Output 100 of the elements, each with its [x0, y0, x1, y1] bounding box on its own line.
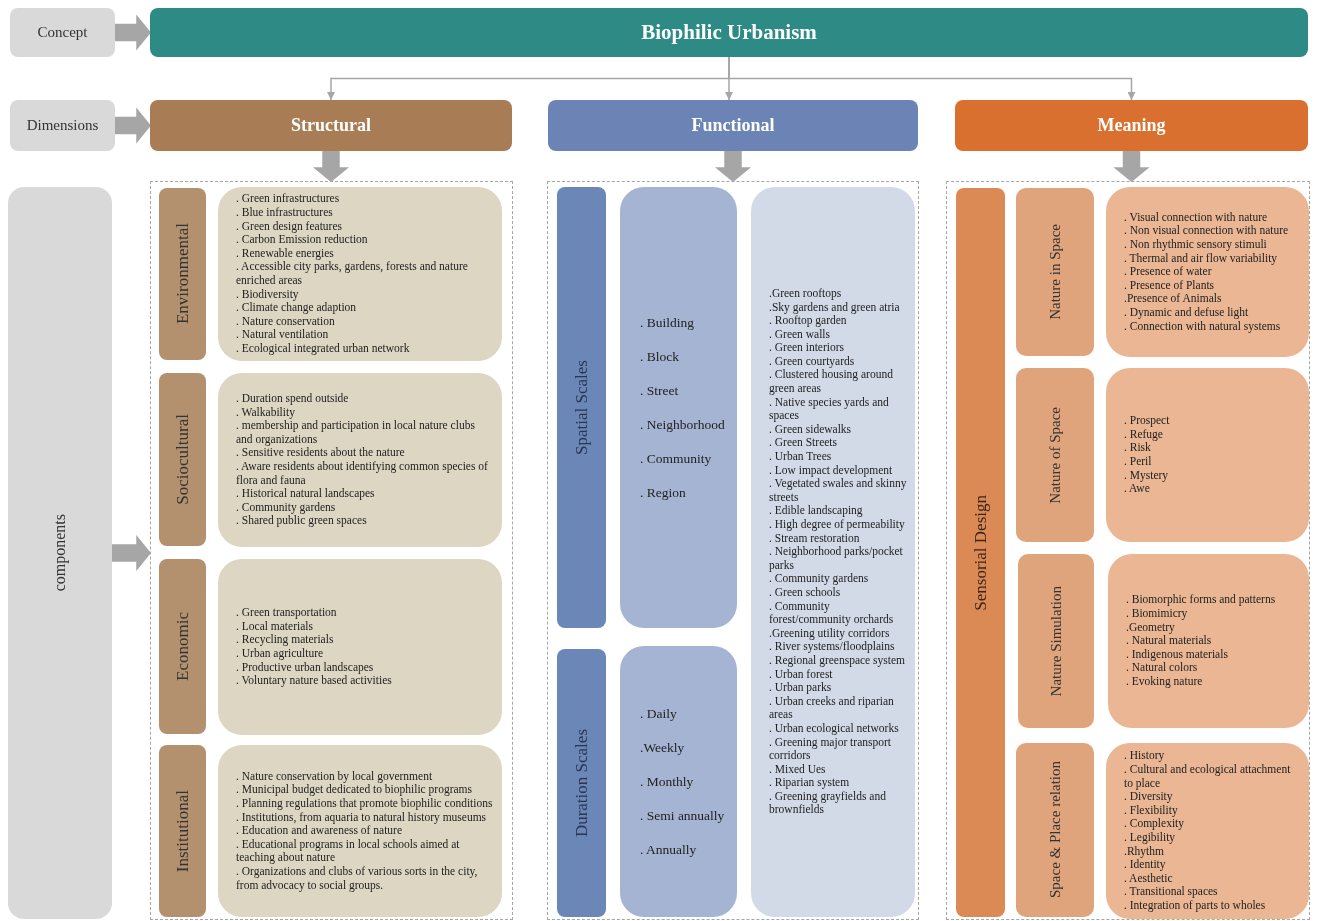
list-item: . Block	[640, 348, 680, 365]
component-tab	[159, 373, 206, 546]
list-item: . Organizations and clubs of various sorts in the city, from advocacy to social groups.	[236, 865, 479, 893]
vertical-label: Economic	[172, 612, 193, 681]
heading-text: Concept	[37, 24, 88, 41]
component-tab	[159, 559, 206, 734]
item-list-card	[1106, 187, 1309, 357]
list-item: . Cultural and ecological attachment to place	[1124, 763, 1292, 791]
list-item: . Green schools	[769, 586, 842, 600]
list-item: . Natural colors	[1126, 661, 1199, 675]
item-list-card	[218, 559, 502, 735]
list-item: . Region	[640, 484, 687, 501]
list-item: .Weekly	[640, 739, 686, 756]
list-item: . Community gardens	[769, 572, 870, 586]
component-tab	[159, 188, 206, 360]
category-label-box	[8, 187, 112, 919]
dashed-group-frame	[547, 181, 919, 920]
list-item: . Refuge	[1124, 427, 1164, 442]
heading-text: Structural	[291, 115, 371, 136]
list-item: . Dynamic and defuse light	[1124, 306, 1250, 320]
list-item: . Neighborhood parks/pocket parks	[769, 545, 904, 573]
list-item: .Rhythm	[1124, 844, 1165, 859]
list-item: . Edible landscaping	[769, 504, 864, 518]
list-item: . Biomimicry	[1126, 607, 1189, 621]
item-list-card	[1106, 743, 1309, 919]
list-item: . Shared public green spaces	[236, 514, 368, 528]
list-item: . Mixed Ues	[769, 762, 827, 777]
list-item: . Native species yards and spaces	[769, 395, 890, 423]
list-item: . Urban agriculture	[236, 647, 325, 661]
list-item: . Recycling materials	[236, 633, 335, 647]
component-tab	[1016, 188, 1094, 356]
list-item: . River systems/floodplains	[769, 640, 896, 654]
dimension-header	[150, 100, 512, 151]
vertical-label: components	[51, 514, 69, 592]
list-item: . Nature conservation by local government	[236, 769, 434, 784]
item-list-card	[218, 373, 502, 547]
list-item: . Vegetated swales and skinny streets	[769, 477, 907, 505]
list-item: . membership and participation in local nature clubs and organizations	[236, 419, 476, 447]
list-item: . Green interiors	[769, 341, 846, 355]
list-item: . Presence of water	[1124, 265, 1213, 279]
list-item: . History	[1124, 749, 1166, 764]
list-item: .Geometry	[1126, 620, 1176, 635]
list-item: . Monthly	[640, 773, 695, 790]
list-item: . Risk	[1124, 441, 1152, 455]
item-list-card	[1108, 554, 1309, 728]
item-list-card	[751, 187, 915, 917]
list-item: . Stream restoration	[769, 531, 861, 546]
vertical-label: Nature of Space	[1046, 406, 1064, 504]
list-item: . Green courtyards	[769, 354, 856, 369]
list-item: . Evoking nature	[1126, 675, 1204, 689]
dimension-header	[548, 100, 918, 151]
list-item: . Natural materials	[1126, 634, 1213, 648]
list-item: . Riparian system	[769, 776, 851, 790]
list-item: . Urban creeks and riparian areas	[769, 694, 895, 722]
list-item: . Prospect	[1124, 414, 1171, 428]
list-item: . Rooftop garden	[769, 314, 848, 328]
list-item: . Non rhythmic sensory stimuli	[1124, 238, 1268, 252]
heading-text: Functional	[691, 115, 775, 136]
list-item: . Historical natural landscapes	[236, 487, 376, 501]
list-item: . Green design features	[236, 219, 343, 234]
list-item: .Sky gardens and green atria	[769, 300, 901, 315]
list-item: . Mystery	[1124, 468, 1170, 483]
vertical-label: Sensorial Design	[970, 494, 991, 611]
list-item: . Low impact development	[769, 463, 894, 478]
arrow	[714, 150, 752, 182]
component-tab	[1018, 554, 1094, 728]
list-item: . Urban forest	[769, 667, 834, 682]
vertical-label: Duration Scales	[571, 728, 592, 838]
list-item: . Greening major transport corridors	[769, 735, 892, 763]
list-item: . Community forest/community orchards	[769, 599, 895, 627]
list-item: . Complexity	[1124, 817, 1186, 831]
list-item: . Education and awareness of nature	[236, 824, 404, 838]
list-item: . Sensitive residents about the nature	[236, 446, 406, 460]
list-item: . Blue infrastructures	[236, 206, 334, 220]
arrow	[1113, 150, 1150, 182]
category-label-box	[10, 100, 115, 151]
list-item: . Institutions, from aquaria to natural history museums	[236, 810, 488, 825]
list-item: . Walkability	[236, 405, 296, 420]
arrow	[114, 107, 151, 144]
dashed-group-frame	[150, 181, 513, 920]
list-item: . Building	[640, 314, 695, 331]
dashed-group-frame	[946, 181, 1310, 920]
list-item: . Green walls	[769, 327, 831, 342]
arrow	[114, 14, 151, 51]
component-tab	[159, 745, 206, 917]
list-item: . Connection with natural systems	[1124, 319, 1282, 334]
list-item: . Aware residents about identifying common species of flora and fauna	[236, 460, 489, 488]
list-item: . Municipal budget dedicated to biophilic programs	[236, 783, 473, 797]
list-item: .Greening utility corridors	[769, 626, 891, 641]
list-item: . Green sidewalks	[769, 422, 853, 437]
list-item: . Greening grayfields and brownfields	[769, 789, 887, 818]
list-item: . Voluntary nature based activities	[236, 674, 393, 688]
list-item: . Biomorphic forms and patterns	[1126, 593, 1277, 607]
list-item: . Semi annually	[640, 807, 726, 824]
list-item: . Presence of Plants	[1124, 278, 1216, 293]
list-item: . Climate change adaption	[236, 301, 358, 315]
component-tab	[1016, 368, 1094, 542]
list-item: . Street	[640, 382, 680, 399]
vertical-label: Institutional	[172, 789, 193, 873]
component-tab	[1016, 743, 1094, 917]
